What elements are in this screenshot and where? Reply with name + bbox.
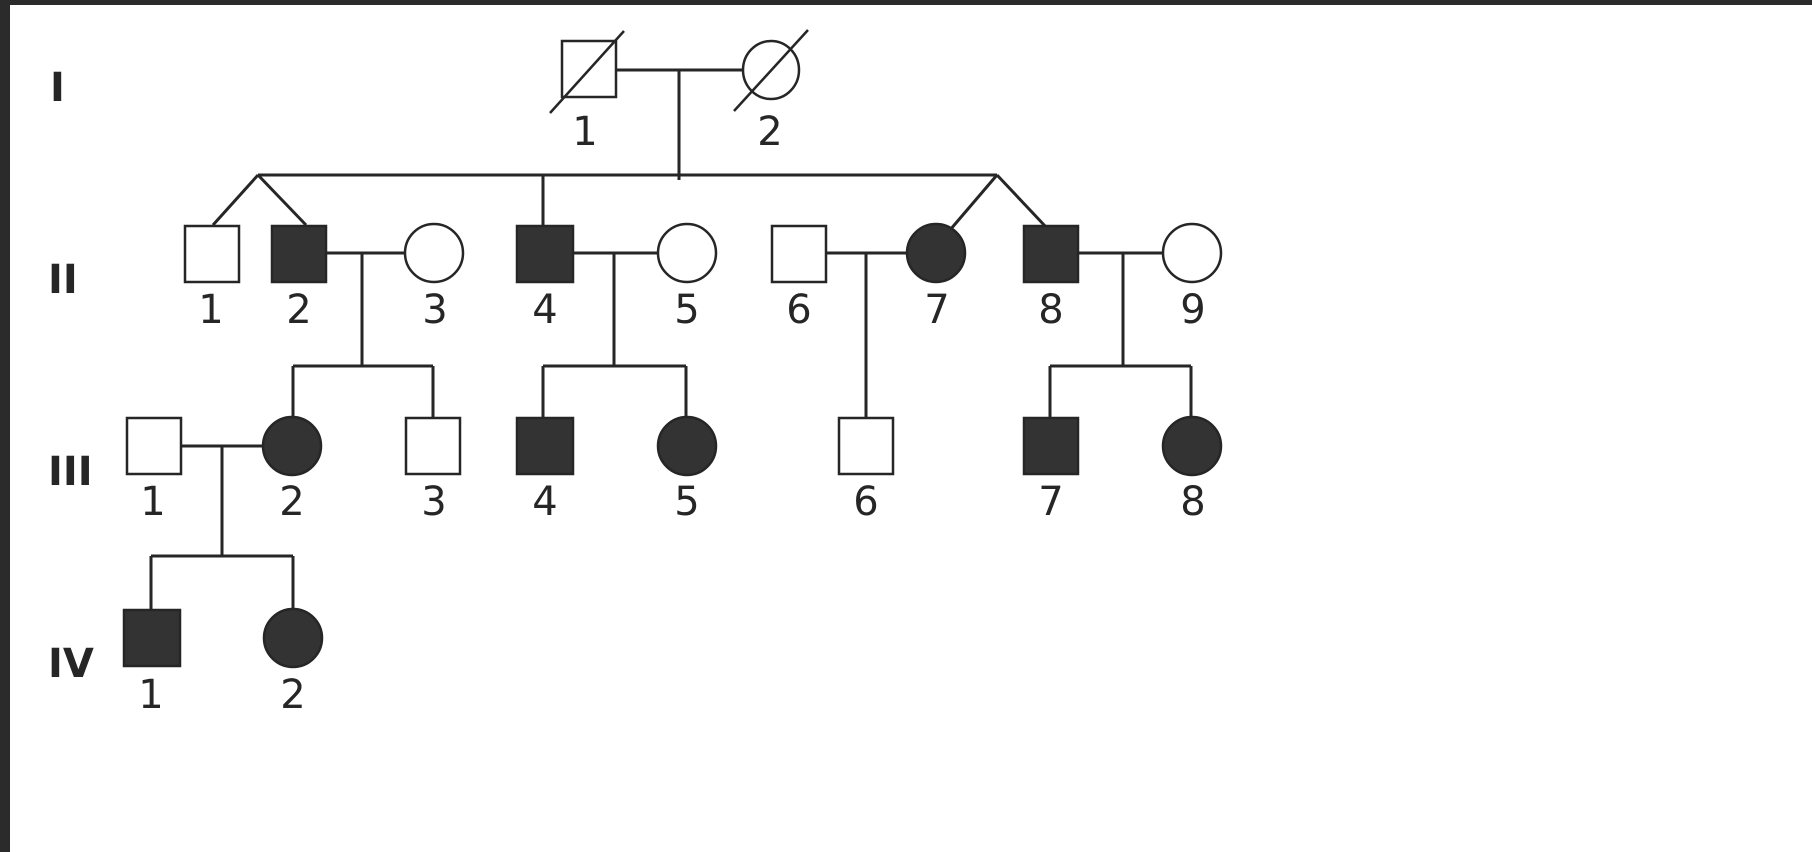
- individual-II-4: 4: [515, 224, 575, 333]
- generation-label-3: III: [48, 449, 93, 495]
- individual-number: 8: [1038, 287, 1063, 333]
- male-symbol: [515, 224, 575, 284]
- individual-III-1: 1: [125, 416, 183, 525]
- female-symbol: [1161, 415, 1223, 477]
- individual-III-5: 5: [656, 415, 718, 525]
- individual-II-6: 6: [770, 224, 828, 333]
- individual-number: 5: [674, 479, 699, 525]
- generation-label-2: II: [48, 257, 78, 303]
- individual-I-2: 2: [733, 29, 809, 155]
- female-symbol: [403, 222, 465, 284]
- individual-number: 1: [138, 672, 163, 718]
- twin-branch-line: [995, 173, 1048, 229]
- individual-number: 3: [422, 287, 447, 333]
- female-symbol: [1161, 222, 1223, 284]
- male-symbol: [183, 224, 241, 284]
- individual-II-2: 2: [270, 224, 328, 333]
- twin-branch-line: [948, 174, 999, 231]
- individual-IV-1: 1: [122, 608, 182, 718]
- individual-number: 3: [421, 479, 446, 525]
- individual-I-1: 1: [549, 30, 625, 155]
- individual-number: 2: [279, 479, 304, 525]
- individual-number: 1: [140, 479, 165, 525]
- individual-III-3: 3: [404, 416, 462, 525]
- male-symbol: [1022, 416, 1080, 476]
- individual-II-8: 8: [1022, 224, 1080, 333]
- individual-II-7: 7: [905, 222, 967, 333]
- generation-label-1: I: [50, 65, 65, 111]
- individual-III-6: 6: [837, 416, 895, 525]
- individual-number: 4: [532, 479, 557, 525]
- individual-III-7: 7: [1022, 416, 1080, 525]
- male-symbol: [125, 416, 183, 476]
- generation-label-4: IV: [48, 641, 94, 687]
- deceased-slash: [549, 30, 625, 114]
- individual-number: 6: [786, 287, 811, 333]
- individual-III-4: 4: [515, 416, 575, 525]
- pedigree-figure: I II III IV: [10, 5, 1812, 852]
- individual-number: 2: [757, 109, 782, 155]
- female-symbol: [656, 415, 718, 477]
- individual-number: 2: [286, 287, 311, 333]
- female-symbol: [262, 607, 324, 669]
- individual-number: 1: [572, 109, 597, 155]
- individual-number: 5: [674, 287, 699, 333]
- male-symbol: [404, 416, 462, 476]
- individual-number: 8: [1180, 479, 1205, 525]
- male-symbol: [270, 224, 328, 284]
- male-symbol: [515, 416, 575, 476]
- pedigree-lines: [149, 68, 1193, 609]
- individual-number: 7: [924, 287, 949, 333]
- individual-number: 7: [1038, 479, 1063, 525]
- twin-branch-line: [256, 173, 308, 227]
- individual-IV-2: 2: [262, 607, 324, 718]
- twin-branch-line: [211, 173, 260, 227]
- individual-II-9: 9: [1161, 222, 1223, 333]
- female-symbol: [905, 222, 967, 284]
- male-symbol: [122, 608, 182, 668]
- individual-II-5: 5: [656, 222, 718, 333]
- deceased-slash: [733, 29, 809, 112]
- individual-III-8: 8: [1161, 415, 1223, 525]
- pedigree-chart: I II III IV: [48, 29, 1223, 718]
- male-symbol: [770, 224, 828, 284]
- individual-III-2: 2: [261, 415, 323, 525]
- male-symbol: [837, 416, 895, 476]
- individual-II-1: 1: [183, 224, 241, 333]
- individual-number: 9: [1180, 287, 1205, 333]
- individual-number: 6: [853, 479, 878, 525]
- female-symbol: [656, 222, 718, 284]
- individual-number: 1: [198, 287, 223, 333]
- male-symbol: [1022, 224, 1080, 284]
- individual-number: 4: [532, 287, 557, 333]
- individual-number: 2: [280, 672, 305, 718]
- individual-II-3: 3: [403, 222, 465, 333]
- female-symbol: [261, 415, 323, 477]
